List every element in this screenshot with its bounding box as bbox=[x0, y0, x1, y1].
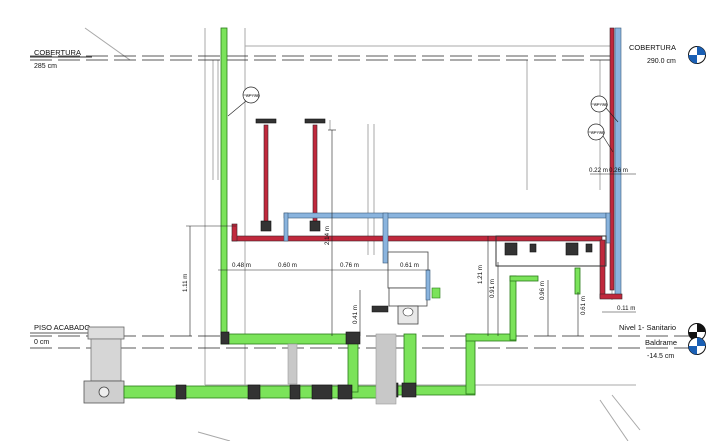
pipe-tag: AF / AQ bbox=[227, 86, 260, 117]
dimension-label: 0.41 m bbox=[352, 305, 359, 324]
dimension-label: 0.61 m bbox=[580, 296, 587, 315]
floor-drain-box bbox=[83, 326, 125, 404]
dimension-label: 0.61 m bbox=[400, 262, 419, 269]
level-elevation-cobertura-right: 290.0 cm bbox=[647, 58, 676, 65]
level-name-piso-acabado: PISO ACABADO bbox=[34, 323, 90, 332]
level-marker-icon bbox=[688, 337, 706, 355]
dimension-lines bbox=[186, 129, 636, 336]
level-elevation-piso-acabado: 0 cm bbox=[34, 339, 49, 346]
level-name-cobertura-left: COBERTURA bbox=[34, 48, 81, 57]
dimension-label: 0.26 m bbox=[609, 167, 628, 174]
level-elevation-baldrame: -14.5 cm bbox=[647, 353, 674, 360]
dimension-label: 0.60 m bbox=[278, 262, 297, 269]
level-name-baldrame: Baldrame bbox=[645, 338, 677, 347]
level-name-cobertura-right: COBERTURA bbox=[629, 43, 676, 52]
vent-pipe-left bbox=[220, 27, 228, 339]
level-elevation-cobertura-left: 285 cm bbox=[34, 63, 57, 70]
sewer-fittings bbox=[175, 331, 417, 400]
dimension-label: 0.22 m bbox=[589, 167, 608, 174]
level-marker-icon bbox=[688, 46, 706, 64]
dimension-label: 0.11 m bbox=[617, 305, 635, 312]
dimension-label: 0.96 m bbox=[539, 281, 546, 300]
dimension-label: 1.21 m bbox=[477, 265, 484, 284]
pipe-tag-text: AF / AQ bbox=[594, 102, 608, 107]
pipe-supports bbox=[287, 333, 397, 405]
dimension-label: 0.91 m bbox=[489, 279, 496, 298]
dimension-label: 1.11 m bbox=[182, 274, 189, 292]
pipe-tag-text: AF / AQ bbox=[246, 93, 260, 98]
building-outline bbox=[84, 27, 641, 441]
dimension-label: 2.14 m bbox=[324, 226, 331, 245]
level-name-nivel1: Nivel 1- Sanitario bbox=[619, 323, 676, 332]
dimension-label: 0.48 m bbox=[232, 262, 251, 269]
valves bbox=[255, 118, 607, 267]
pipe-tag: AF / AQ bbox=[590, 95, 619, 123]
pipe-tag-text: AF / AQ bbox=[591, 130, 605, 135]
dimension-label: 0.76 m bbox=[340, 262, 359, 269]
pipe-tag: AF / AQ bbox=[587, 123, 614, 153]
